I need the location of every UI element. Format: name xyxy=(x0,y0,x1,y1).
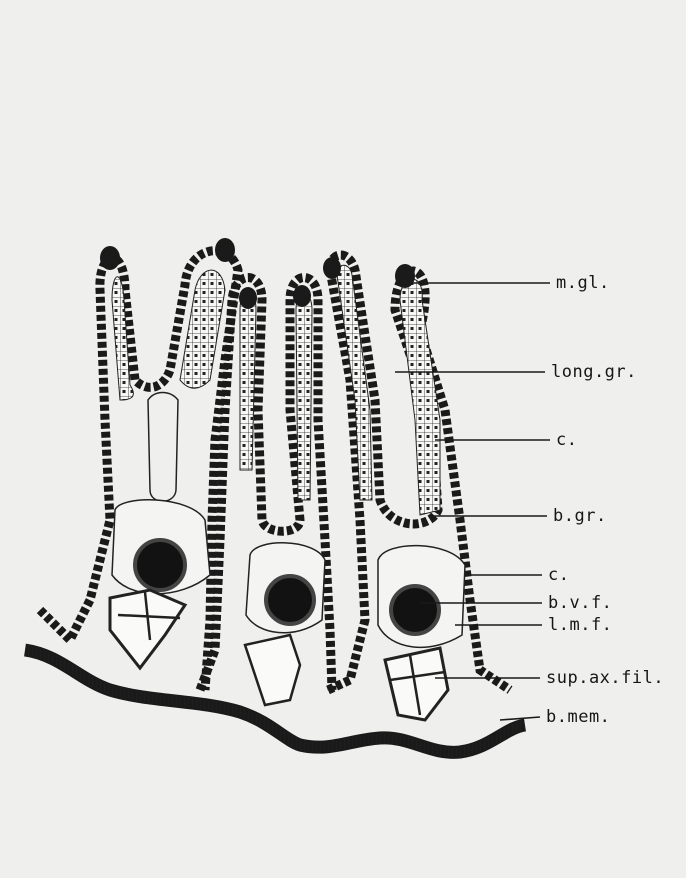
lamella-middle xyxy=(200,278,332,706)
blood-vessel-left xyxy=(135,540,185,590)
groove-left xyxy=(148,393,178,502)
label-b-mem: b.mem. xyxy=(546,709,610,726)
epithelium-right-b xyxy=(400,279,440,515)
axial-filament-middle xyxy=(245,635,300,705)
mucous-gland-middle-1 xyxy=(239,287,257,309)
label-b-gr: b.gr. xyxy=(553,508,607,525)
mucous-gland-left-2 xyxy=(215,238,235,262)
mucous-gland-right-1 xyxy=(323,257,341,279)
blood-vessel-right xyxy=(391,586,439,634)
label-b-v-f: b.v.f. xyxy=(548,595,612,612)
mucous-gland-right-2 xyxy=(395,264,415,288)
axial-filament-left xyxy=(110,590,185,668)
label-m-gl: m.gl. xyxy=(556,275,610,292)
label-sup-ax-fil: sup.ax.fil. xyxy=(546,670,664,687)
label-long-gr: long.gr. xyxy=(551,364,637,381)
axial-filament-right xyxy=(385,648,448,720)
label-c-upper: c. xyxy=(556,432,577,449)
mucous-gland-left-1 xyxy=(100,246,120,270)
epithelium-middle-a xyxy=(240,291,256,470)
blood-vessel-middle xyxy=(266,576,314,624)
label-c-lower: c. xyxy=(548,567,569,584)
epithelium-right-a xyxy=(337,265,372,500)
lamella-left xyxy=(40,238,238,690)
mucous-gland-middle-2 xyxy=(293,285,311,307)
lamella-right xyxy=(323,255,510,720)
label-l-m-f: l.m.f. xyxy=(548,617,612,634)
epithelium-middle-b xyxy=(296,294,312,501)
